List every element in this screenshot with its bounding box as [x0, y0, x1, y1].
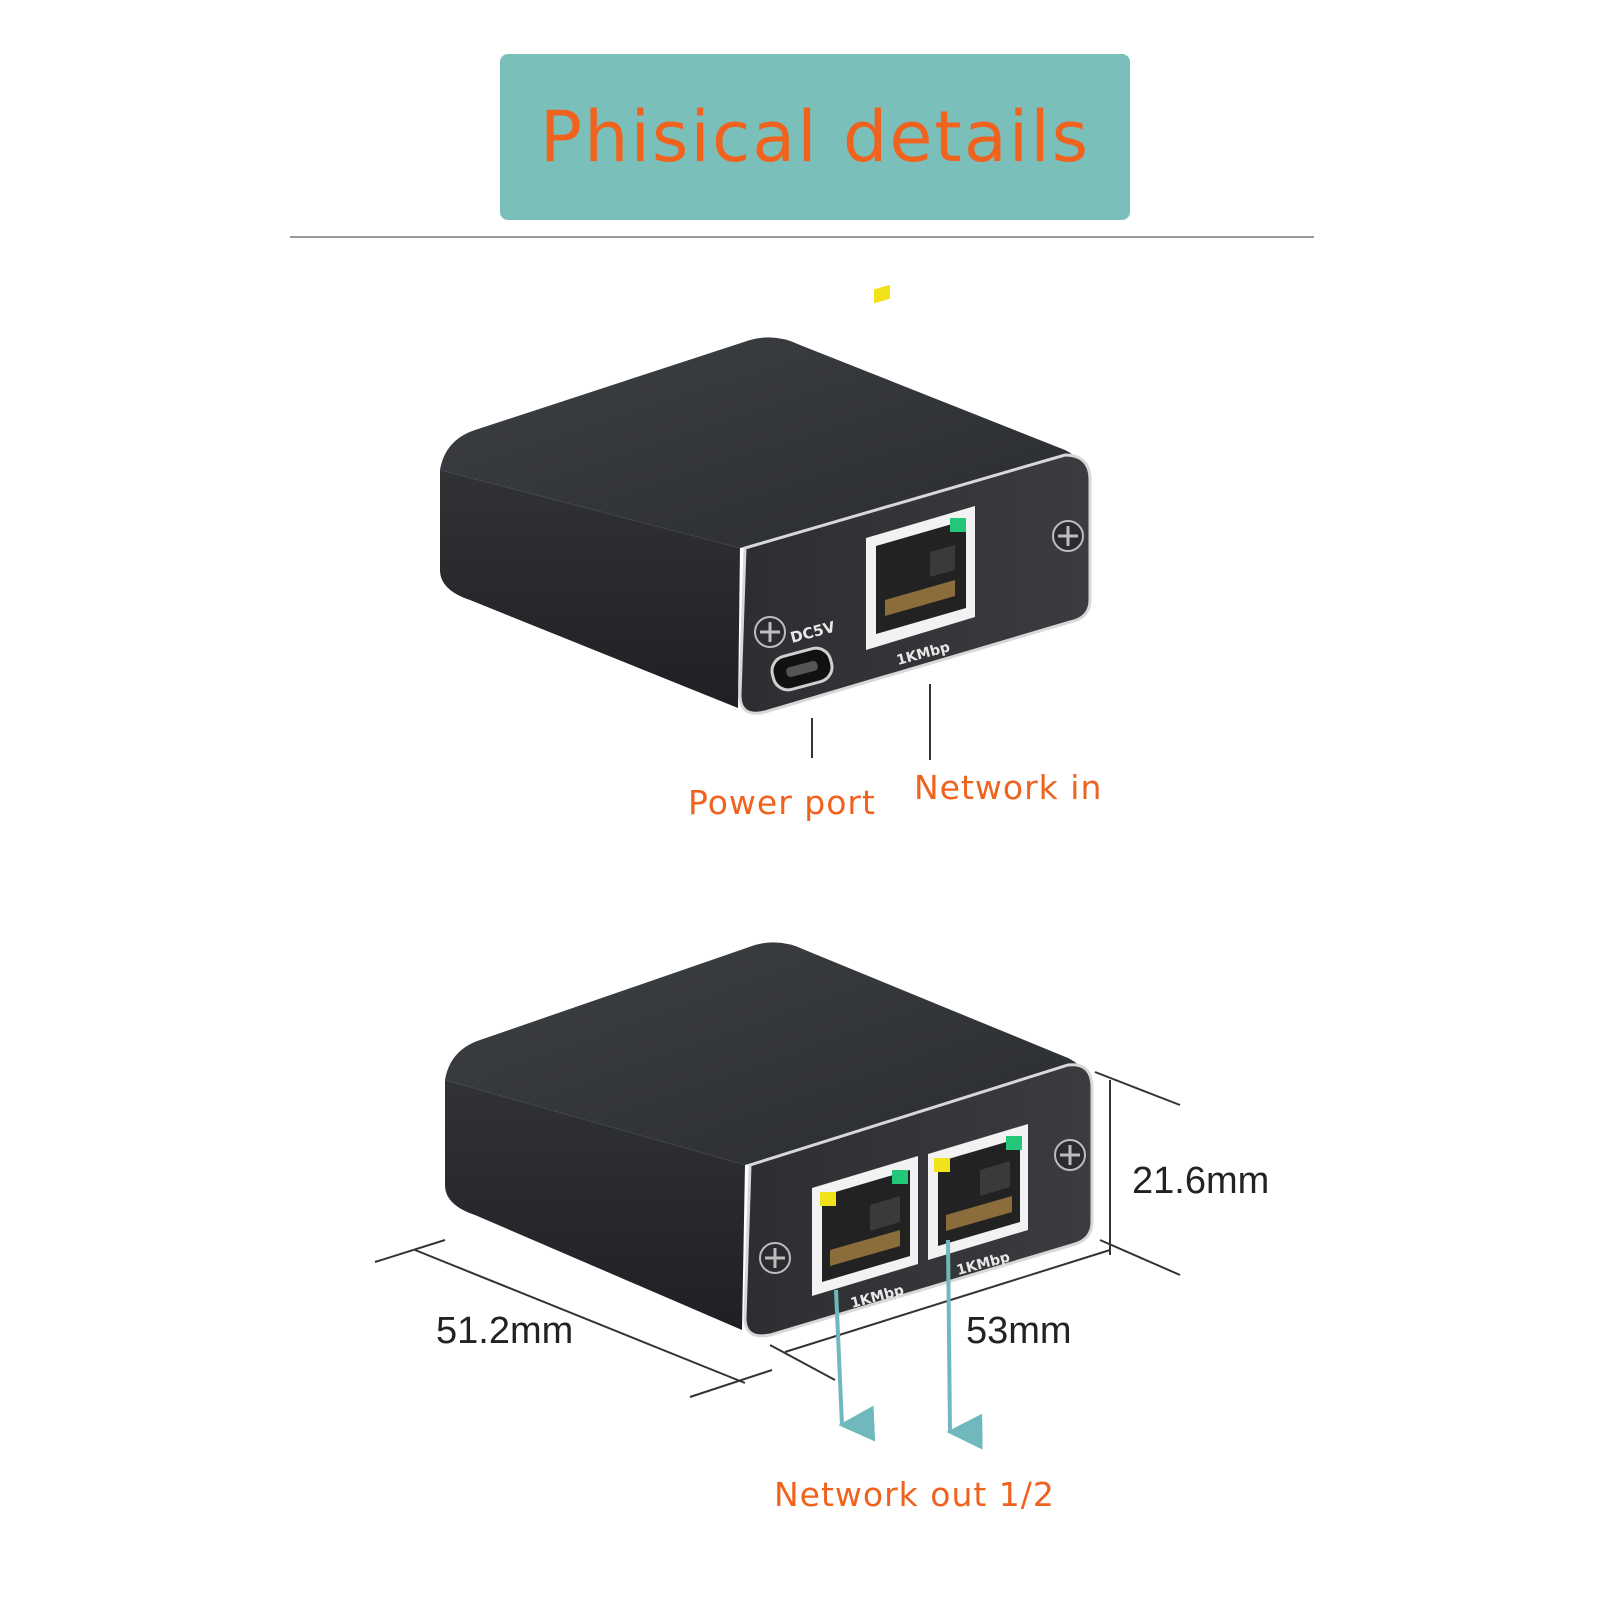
- rj45-port-in: [866, 284, 975, 650]
- device-bottom: 1KMbp 1KMbp: [374, 942, 1181, 1450]
- led-yellow-icon: [820, 1192, 836, 1206]
- led-yellow-icon: [934, 1158, 950, 1172]
- led-green-icon: [892, 1170, 908, 1184]
- led-yellow-icon: [874, 284, 890, 304]
- callout-network-in: Network in: [914, 768, 1103, 807]
- device-top-side: [440, 470, 740, 708]
- dimension-depth-label: 51.2mm: [436, 1310, 574, 1352]
- screw-icon: [754, 616, 786, 648]
- arrow-down-icon: [946, 1239, 983, 1450]
- rj45-port-out-1: [812, 1156, 918, 1296]
- screw-icon: [1054, 1139, 1086, 1171]
- usb-c-power-port: [770, 646, 834, 692]
- arrow-down-icon: [834, 1289, 876, 1442]
- dimension-width-label: 53mm: [966, 1310, 1072, 1352]
- page-title: Phisical details: [539, 96, 1091, 178]
- callout-power-port: Power port: [688, 783, 876, 822]
- header-divider: [290, 236, 1314, 238]
- led-green-icon: [950, 518, 966, 532]
- rj45-port-out-2: [928, 1124, 1028, 1260]
- device-top-lid: [440, 337, 1079, 548]
- title-banner: Phisical details: [500, 54, 1130, 220]
- screw-icon: [1052, 520, 1084, 552]
- device-bottom-side: [445, 1080, 745, 1330]
- callout-network-out: Network out 1/2: [774, 1475, 1055, 1514]
- led-green-icon: [1006, 1136, 1022, 1150]
- device-top: DC5V 1KMbp: [440, 284, 1092, 760]
- screw-icon: [759, 1242, 791, 1274]
- dimension-height-label: 21.6mm: [1132, 1160, 1270, 1202]
